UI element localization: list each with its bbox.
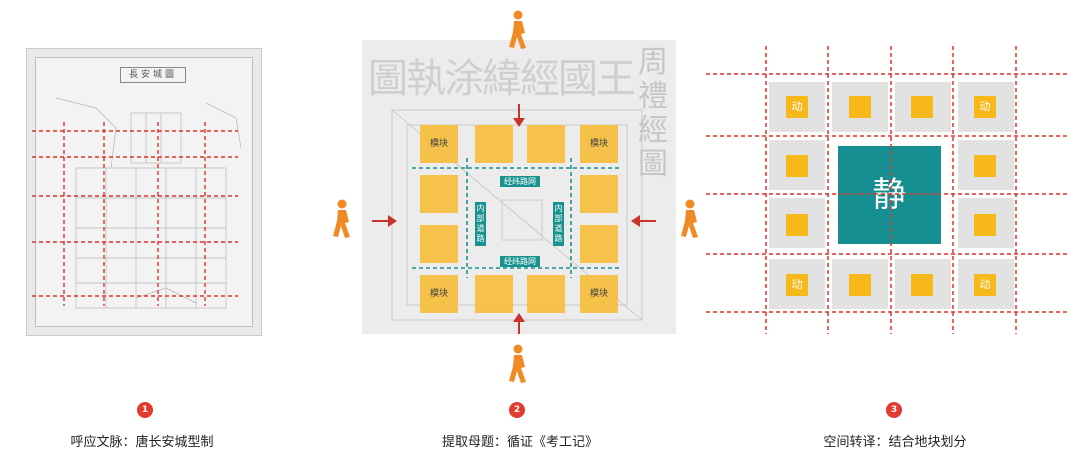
module-block bbox=[475, 275, 513, 313]
inner-road-label-right: 内部道路 bbox=[553, 202, 564, 246]
caption-1: 呼应文脉：唐长安城型制 bbox=[70, 435, 214, 450]
caption-2: 提取母题：循证《考工记》 bbox=[441, 435, 598, 450]
static-core-block: 静 bbox=[838, 146, 941, 244]
yellow-block bbox=[974, 155, 996, 177]
map-title: 長安城圖 bbox=[120, 67, 186, 83]
module-block bbox=[580, 225, 618, 263]
module-block bbox=[420, 175, 458, 213]
module-block bbox=[527, 125, 565, 163]
dynamic-block: 动 bbox=[974, 96, 996, 118]
dynamic-block: 动 bbox=[786, 274, 808, 296]
module-block bbox=[475, 125, 513, 163]
yellow-block bbox=[786, 214, 808, 236]
step-number-1: 1 bbox=[137, 402, 153, 418]
caption-3: 空间转译：结合地块划分 bbox=[823, 435, 967, 450]
scroll-side-title: 周禮經圖 bbox=[638, 45, 668, 182]
road-network-label-bottom: 经纬路网 bbox=[500, 256, 540, 267]
map-inner-frame: 長安城圖 bbox=[35, 57, 253, 327]
scroll-title: 圖執涂緯經國王 bbox=[368, 56, 636, 102]
map-sketch bbox=[55, 97, 242, 309]
yellow-block bbox=[849, 96, 871, 118]
module-block-tl: 模块 bbox=[420, 125, 458, 163]
step-number-2: 2 bbox=[509, 402, 525, 418]
person-icon bbox=[333, 10, 698, 383]
yellow-block bbox=[786, 155, 808, 177]
road-network-label-top: 经纬路网 bbox=[500, 176, 540, 187]
yellow-block bbox=[911, 274, 933, 296]
yellow-block bbox=[849, 274, 871, 296]
module-block bbox=[527, 275, 565, 313]
module-block-bl: 模块 bbox=[420, 275, 458, 313]
changan-map: 長安城圖 bbox=[26, 48, 262, 336]
yellow-block bbox=[974, 214, 996, 236]
module-block-br: 模块 bbox=[580, 275, 618, 313]
module-block bbox=[420, 225, 458, 263]
step-number-3: 3 bbox=[886, 402, 902, 418]
module-block bbox=[580, 175, 618, 213]
dynamic-block: 动 bbox=[786, 96, 808, 118]
dynamic-block: 动 bbox=[974, 274, 996, 296]
inner-road-label-left: 内部道路 bbox=[475, 202, 486, 246]
kaogongji-scroll: 圖執涂緯經國王 周禮經圖 bbox=[362, 40, 676, 334]
yellow-block bbox=[911, 96, 933, 118]
module-block-tr: 模块 bbox=[580, 125, 618, 163]
